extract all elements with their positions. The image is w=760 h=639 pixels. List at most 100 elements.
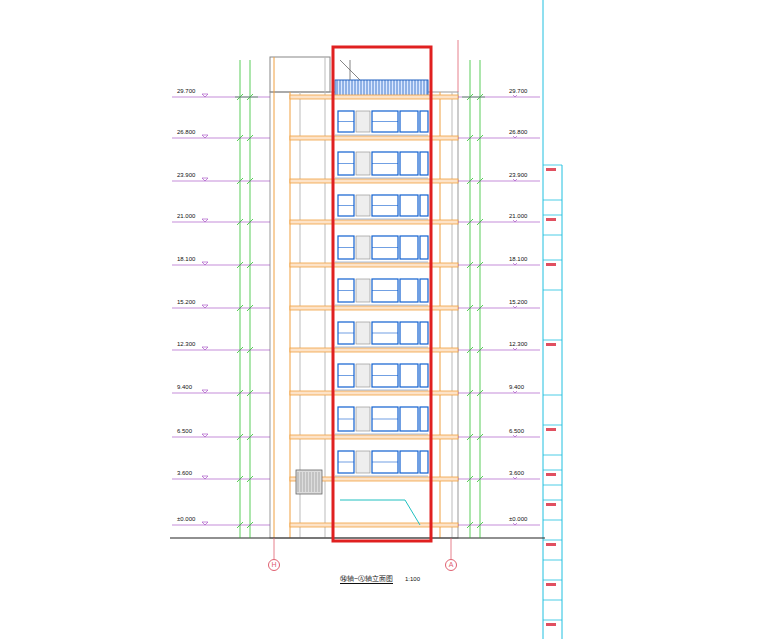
title-block-border xyxy=(543,0,544,639)
window-mullion xyxy=(338,205,354,206)
railing-bar xyxy=(346,80,347,97)
level-symbol xyxy=(202,390,208,393)
window xyxy=(372,111,398,132)
window xyxy=(400,451,418,473)
window xyxy=(338,451,354,473)
level-line xyxy=(458,265,540,266)
ac-grille xyxy=(316,472,317,492)
title-block-row xyxy=(543,560,562,561)
axis-leader xyxy=(274,538,275,559)
window-mullion xyxy=(372,121,398,122)
sill-line xyxy=(335,434,428,435)
railing-bar xyxy=(379,80,380,97)
column-line xyxy=(290,92,291,538)
level-value: 12.300 xyxy=(508,341,528,348)
ground-line xyxy=(405,500,420,525)
title-block-row xyxy=(543,215,562,216)
wall-panel xyxy=(356,279,370,302)
railing-bar xyxy=(373,80,374,97)
railing-bar xyxy=(400,80,401,97)
sill-line xyxy=(335,262,428,263)
level-line xyxy=(172,393,270,394)
window xyxy=(400,195,418,216)
level-symbol xyxy=(202,178,208,181)
window xyxy=(338,322,354,344)
railing-bar xyxy=(352,80,353,97)
wall-panel xyxy=(356,451,370,473)
floor-slab xyxy=(290,391,458,395)
railing-bar xyxy=(388,80,389,97)
dimension-line xyxy=(250,60,251,538)
wall-panel xyxy=(356,111,370,132)
level-value: 26.800 xyxy=(176,129,196,136)
window xyxy=(372,364,398,387)
level-value: 9.400 xyxy=(176,384,193,391)
railing-bar xyxy=(355,80,356,97)
floor-slab xyxy=(290,306,458,310)
railing-bar xyxy=(403,80,404,97)
window xyxy=(372,322,398,344)
sill-line xyxy=(335,135,428,136)
level-line xyxy=(458,350,540,351)
railing-bar xyxy=(391,80,392,97)
wall-panel xyxy=(356,322,370,344)
window xyxy=(420,152,428,175)
title-block-row xyxy=(543,260,562,261)
window-mullion xyxy=(372,163,398,164)
level-value: 23.900 xyxy=(176,172,196,179)
level-value: ±0.000 xyxy=(176,516,196,523)
window-mullion xyxy=(338,290,354,291)
level-value: 21.000 xyxy=(176,213,196,220)
railing-bar xyxy=(406,80,407,97)
level-line xyxy=(458,222,540,223)
window-mullion xyxy=(338,121,354,122)
level-line xyxy=(172,181,270,182)
level-value: 29.700 xyxy=(508,88,528,95)
level-value: 3.600 xyxy=(176,470,193,477)
window xyxy=(338,364,354,387)
window xyxy=(420,279,428,302)
highlight-frame xyxy=(333,47,431,541)
level-value: 3.600 xyxy=(508,470,525,477)
ac-grille xyxy=(298,472,299,492)
dimension-line xyxy=(240,60,241,538)
railing-bar xyxy=(361,80,362,97)
window xyxy=(338,152,354,175)
column-line xyxy=(274,57,275,538)
axis-label: A xyxy=(449,561,454,569)
axis-bubble: A xyxy=(445,559,457,571)
title-block-mark xyxy=(546,543,556,546)
floor-slab xyxy=(290,220,458,224)
sill-line xyxy=(335,476,428,477)
level-line xyxy=(458,437,540,438)
floor-slab xyxy=(290,179,458,183)
window-mullion xyxy=(372,333,398,334)
title-block-border xyxy=(562,165,563,639)
window-mullion xyxy=(372,247,398,248)
axis-label: H xyxy=(271,561,276,569)
floor-slab xyxy=(290,435,458,439)
title-block-row xyxy=(543,235,562,236)
title-block-row xyxy=(543,395,562,396)
railing-bar xyxy=(370,80,371,97)
axis-leader xyxy=(451,538,452,559)
level-symbol xyxy=(202,94,208,97)
window xyxy=(420,407,428,431)
level-line xyxy=(458,393,540,394)
level-value: 12.300 xyxy=(176,341,196,348)
window xyxy=(400,152,418,175)
roof-railing xyxy=(335,80,428,97)
level-line xyxy=(172,479,270,480)
level-symbol xyxy=(202,522,208,525)
level-line xyxy=(458,97,540,98)
window xyxy=(372,195,398,216)
level-value: 18.100 xyxy=(176,256,196,263)
window-mullion xyxy=(372,205,398,206)
wall-panel xyxy=(356,152,370,175)
level-symbol xyxy=(202,347,208,350)
level-value: 9.400 xyxy=(508,384,525,391)
title-block-row xyxy=(543,470,562,471)
title-block-row xyxy=(543,290,562,291)
